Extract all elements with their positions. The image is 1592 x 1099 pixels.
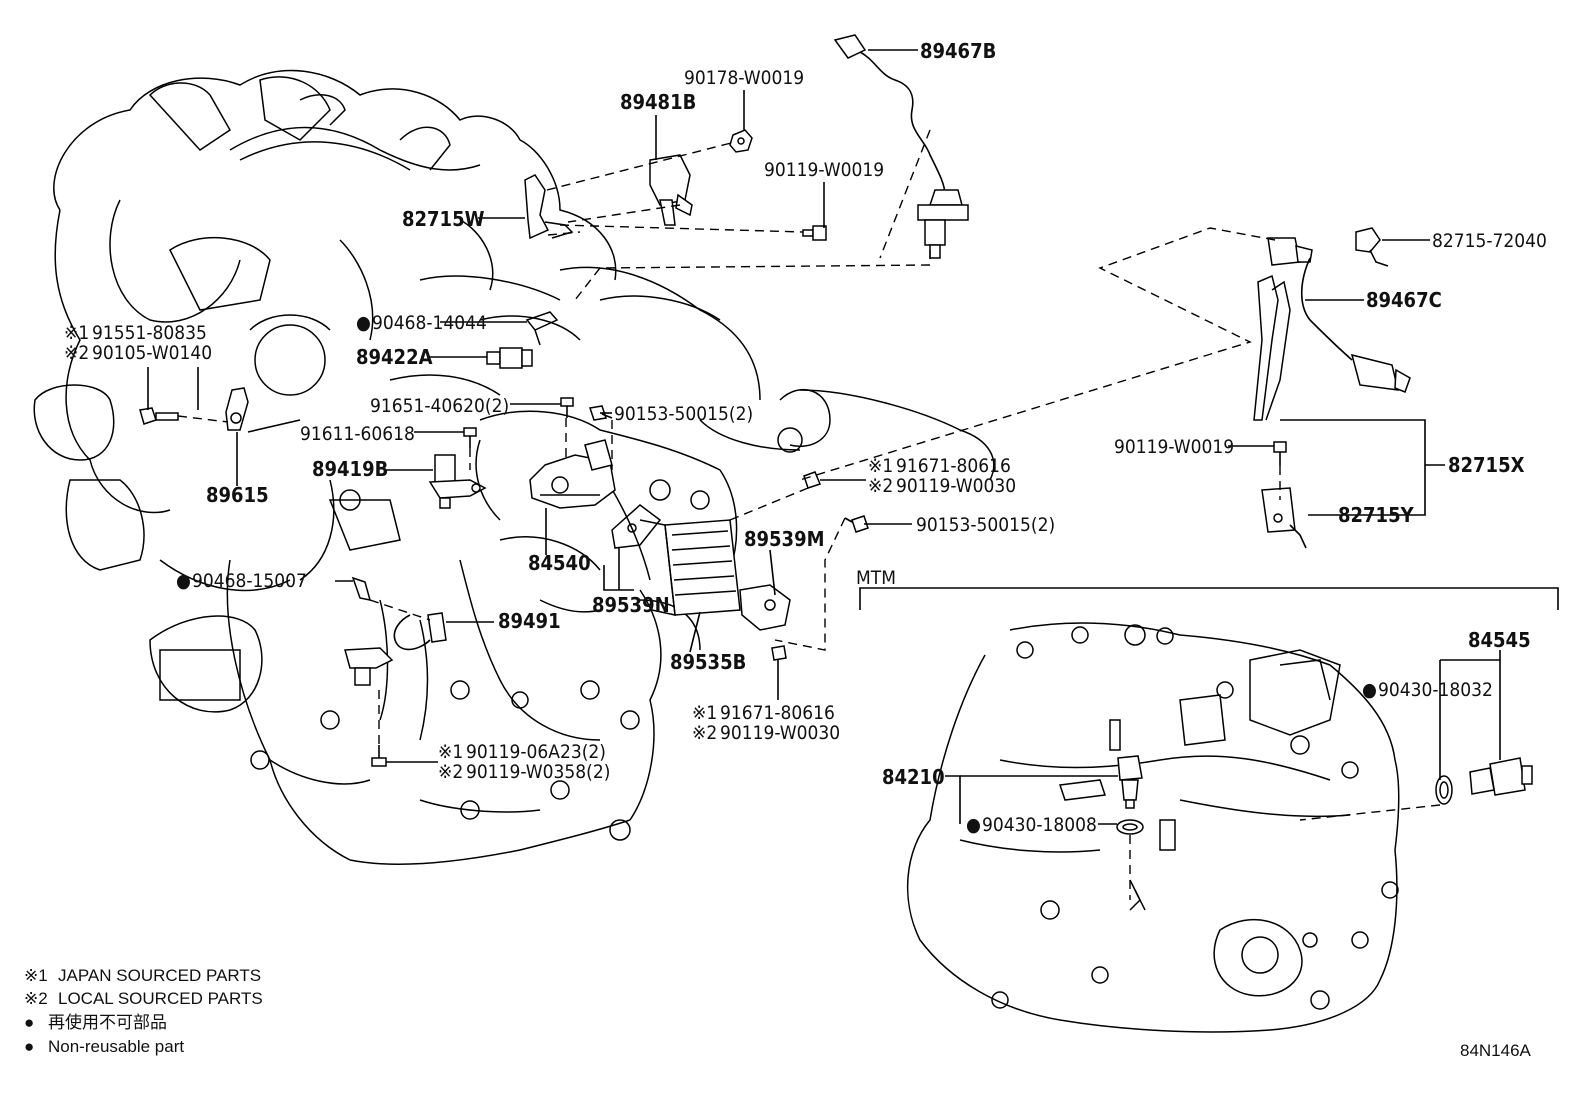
legend: ※1 JAPAN SOURCED PARTS ※2 LOCAL SOURCED … — [24, 966, 263, 1056]
sensor-89481b-illustration — [649, 154, 693, 226]
label-90119-06a23: 90119-06A23(2) — [466, 741, 606, 763]
sensor-89419b-illustration — [428, 454, 487, 509]
label-90153-right: 90153-50015(2) — [916, 514, 1055, 536]
label-82715x: 82715X — [1448, 453, 1525, 477]
bolt-91671-bottom-illustration — [771, 645, 787, 661]
legend-text-4: Non-reusable part — [48, 1037, 184, 1056]
bolt-90153-right-illustration — [844, 515, 869, 533]
mtm-transmission-illustration — [906, 622, 1400, 1033]
label-91671-top: 91671-80616 — [896, 455, 1011, 477]
bolt-90119-w0030-top-illustration — [803, 471, 822, 489]
label-91551: 91551-80835 — [92, 322, 207, 344]
leader-lines — [147, 49, 1559, 900]
sensor-89491-illustration — [344, 612, 447, 686]
label-89481b: 89481B — [620, 90, 696, 114]
label-89535b: 89535B — [670, 650, 746, 674]
label-84540: 84540 — [528, 551, 591, 575]
label-90119-w0030-bottom: 90119-W0030 — [720, 722, 840, 744]
label-90430-18032-dot: ● — [1362, 679, 1377, 701]
label-90119-06a23-mark: ※1 — [438, 741, 463, 763]
sensor-89615-illustration — [225, 387, 249, 431]
gasket-90430-18032-illustration — [1435, 775, 1453, 805]
label-90119-w0030-top-mark: ※2 — [868, 475, 893, 497]
switch-84210-illustration — [1117, 755, 1143, 809]
label-89615: 89615 — [206, 483, 269, 507]
label-90105: 90105-W0140 — [92, 342, 212, 364]
label-90105-mark: ※2 — [64, 342, 89, 364]
bolt-91611-illustration — [463, 427, 477, 448]
sensor-89422a-illustration — [486, 347, 533, 369]
clip-90468-15007-illustration — [351, 576, 372, 601]
label-90430-18008: 90430-18008 — [982, 814, 1097, 836]
bolt-90119-06a23-illustration — [371, 745, 387, 767]
legend-text-2: LOCAL SOURCED PARTS — [58, 989, 263, 1008]
label-82715y: 82715Y — [1338, 503, 1415, 527]
label-89491: 89491 — [498, 609, 561, 633]
label-91671-bottom-mark: ※1 — [692, 702, 717, 724]
bolt-90153-top-illustration — [589, 405, 613, 421]
bolt-90119-w0019-right-illustration — [1273, 441, 1287, 466]
clip-90468-14044-illustration — [525, 311, 559, 346]
legend-symbol-2: ※2 — [24, 989, 48, 1008]
label-89467b: 89467B — [920, 39, 996, 63]
label-90468-15007: 90468-15007 — [192, 570, 307, 592]
label-89419b: 89419B — [312, 457, 388, 481]
label-90468-15007-dot: ● — [176, 570, 191, 592]
label-90430-18032: 90430-18032 — [1378, 679, 1493, 701]
gasket-90430-18008-illustration — [1116, 819, 1144, 835]
label-90119-w0358-mark: ※2 — [438, 761, 463, 783]
label-90119-w0019-top: 90119-W0019 — [764, 159, 884, 181]
label-90119-w0358: 90119-W0358(2) — [466, 761, 610, 783]
label-84210: 84210 — [882, 765, 945, 789]
label-90468-14044-dot: ● — [356, 312, 371, 334]
label-91551-mark: ※1 — [64, 322, 89, 344]
label-90119-w0030-top: 90119-W0030 — [896, 475, 1016, 497]
nut-90178-illustration — [729, 129, 753, 153]
switch-84540-illustration — [529, 439, 616, 509]
bracket-82715y-illustration — [1261, 487, 1307, 549]
label-90468-14044: 90468-14044 — [372, 312, 487, 334]
label-90430-18008-dot: ● — [966, 814, 981, 836]
legend-symbol-4: ● — [24, 1037, 34, 1056]
legend-text-1: JAPAN SOURCED PARTS — [58, 966, 261, 985]
bracket-82715w-illustration — [524, 174, 574, 240]
label-91611: 91611-60618 — [300, 423, 415, 445]
bolt-91551-illustration — [139, 407, 179, 425]
label-mtm: MTM — [856, 567, 896, 589]
sensor-89467c-illustration — [1267, 237, 1411, 393]
label-90153-top: 90153-50015(2) — [614, 403, 753, 425]
legend-symbol-3: ● — [24, 1013, 34, 1032]
ecu-89535b-illustration — [639, 519, 791, 631]
sensor-89467b-illustration — [833, 34, 969, 259]
bolt-90119-w0019-top-illustration — [802, 225, 827, 241]
label-91671-top-mark: ※1 — [868, 455, 893, 477]
label-90119-w0030-bottom-mark: ※2 — [692, 722, 717, 744]
label-89539n: 89539N — [592, 593, 670, 617]
bracket-82715x-illustration — [1253, 274, 1291, 421]
clamp-82715-72040-illustration — [1355, 227, 1389, 267]
label-82715w: 82715W — [402, 207, 485, 231]
label-91671-bottom: 91671-80616 — [720, 702, 835, 724]
bracket-89539n-illustration — [611, 504, 662, 549]
label-89422a: 89422A — [356, 345, 433, 369]
label-89467c: 89467C — [1366, 288, 1442, 312]
switch-84545-illustration — [1469, 757, 1533, 796]
legend-symbol-1: ※1 — [24, 966, 48, 985]
label-82715-72040: 82715-72040 — [1432, 230, 1547, 252]
label-91651: 91651-40620(2) — [370, 395, 509, 417]
diagram-code: 84N146A — [1460, 1041, 1532, 1060]
label-89539m: 89539M — [744, 527, 825, 551]
label-90119-w0019-right: 90119-W0019 — [1114, 436, 1234, 458]
legend-text-3: 再使用不可部品 — [48, 1012, 167, 1032]
callout-labels: 89467B 90178-W0019 89481B 90119-W0019 82… — [64, 39, 1547, 836]
label-84545: 84545 — [1468, 628, 1531, 652]
label-90178-w0019: 90178-W0019 — [684, 67, 804, 89]
